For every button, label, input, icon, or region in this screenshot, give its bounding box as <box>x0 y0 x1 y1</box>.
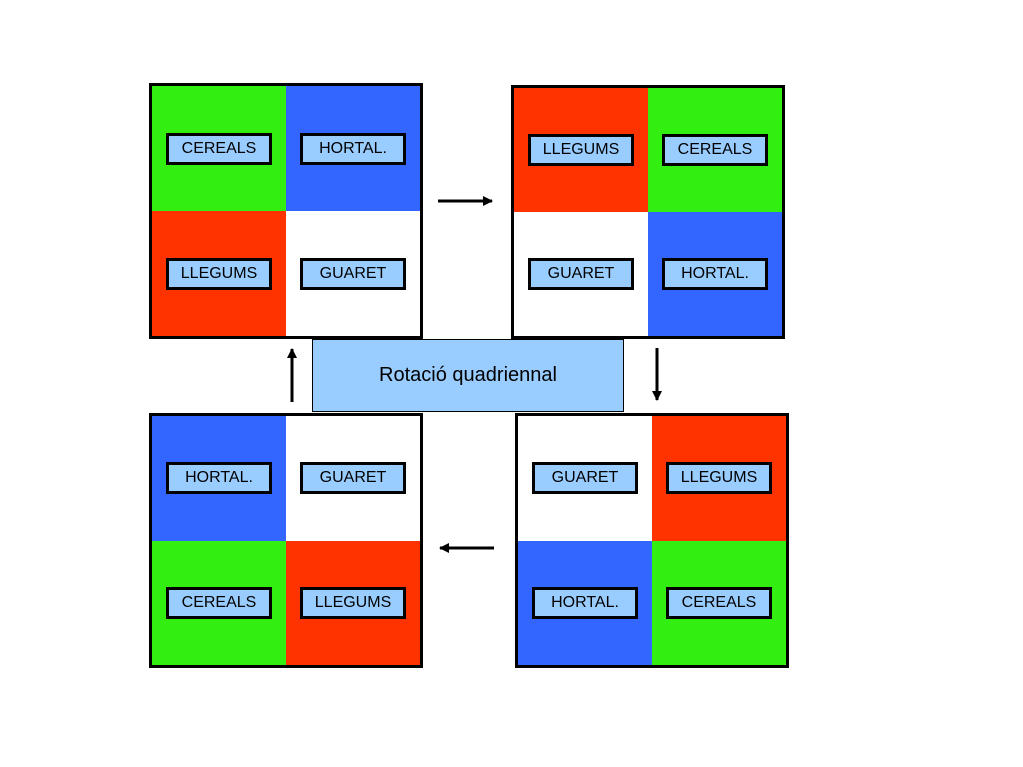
field-1-cell-1: CEREALS <box>152 86 286 211</box>
field-2-cell-4: HORTAL. <box>648 212 782 336</box>
crop-label: CEREALS <box>666 586 772 619</box>
field-year-3: GUARET LLEGUMS HORTAL. CEREALS <box>515 413 789 668</box>
field-2-cell-3: GUARET <box>514 212 648 336</box>
crop-label: LLEGUMS <box>528 134 634 166</box>
field-1-cell-2: HORTAL. <box>286 86 420 211</box>
field-3-cell-4: CEREALS <box>652 540 786 665</box>
field-4-cell-2: GUARET <box>286 416 420 541</box>
field-1-cell-3: LLEGUMS <box>152 211 286 336</box>
rotation-title: Rotació quadriennal <box>379 364 557 386</box>
crop-label: GUARET <box>300 462 406 495</box>
rotation-title-box: Rotació quadriennal <box>312 339 624 412</box>
field-year-4: HORTAL. GUARET CEREALS LLEGUMS <box>149 413 423 668</box>
field-2-cell-1: LLEGUMS <box>514 88 648 212</box>
crop-label: GUARET <box>528 258 634 290</box>
crop-label: GUARET <box>300 257 406 290</box>
crop-label: LLEGUMS <box>300 586 406 619</box>
crop-label: HORTAL. <box>166 462 272 495</box>
field-year-1: CEREALS HORTAL. LLEGUMS GUARET <box>149 83 423 339</box>
crop-label: CEREALS <box>166 132 272 165</box>
crop-label: CEREALS <box>662 134 768 166</box>
field-4-cell-1: HORTAL. <box>152 416 286 541</box>
field-1-cell-4: GUARET <box>286 211 420 336</box>
field-3-cell-3: HORTAL. <box>518 540 652 665</box>
field-4-cell-3: CEREALS <box>152 540 286 665</box>
field-3-cell-1: GUARET <box>518 416 652 541</box>
crop-label: HORTAL. <box>532 586 638 619</box>
crop-label: CEREALS <box>166 586 272 619</box>
crop-label: LLEGUMS <box>666 462 772 495</box>
crop-label: HORTAL. <box>662 258 768 290</box>
crop-label: GUARET <box>532 462 638 495</box>
field-3-cell-2: LLEGUMS <box>652 416 786 541</box>
field-2-cell-2: CEREALS <box>648 88 782 212</box>
crop-label: HORTAL. <box>300 132 406 165</box>
crop-label: LLEGUMS <box>166 257 272 290</box>
field-year-2: LLEGUMS CEREALS GUARET HORTAL. <box>511 85 785 339</box>
field-4-cell-4: LLEGUMS <box>286 540 420 665</box>
